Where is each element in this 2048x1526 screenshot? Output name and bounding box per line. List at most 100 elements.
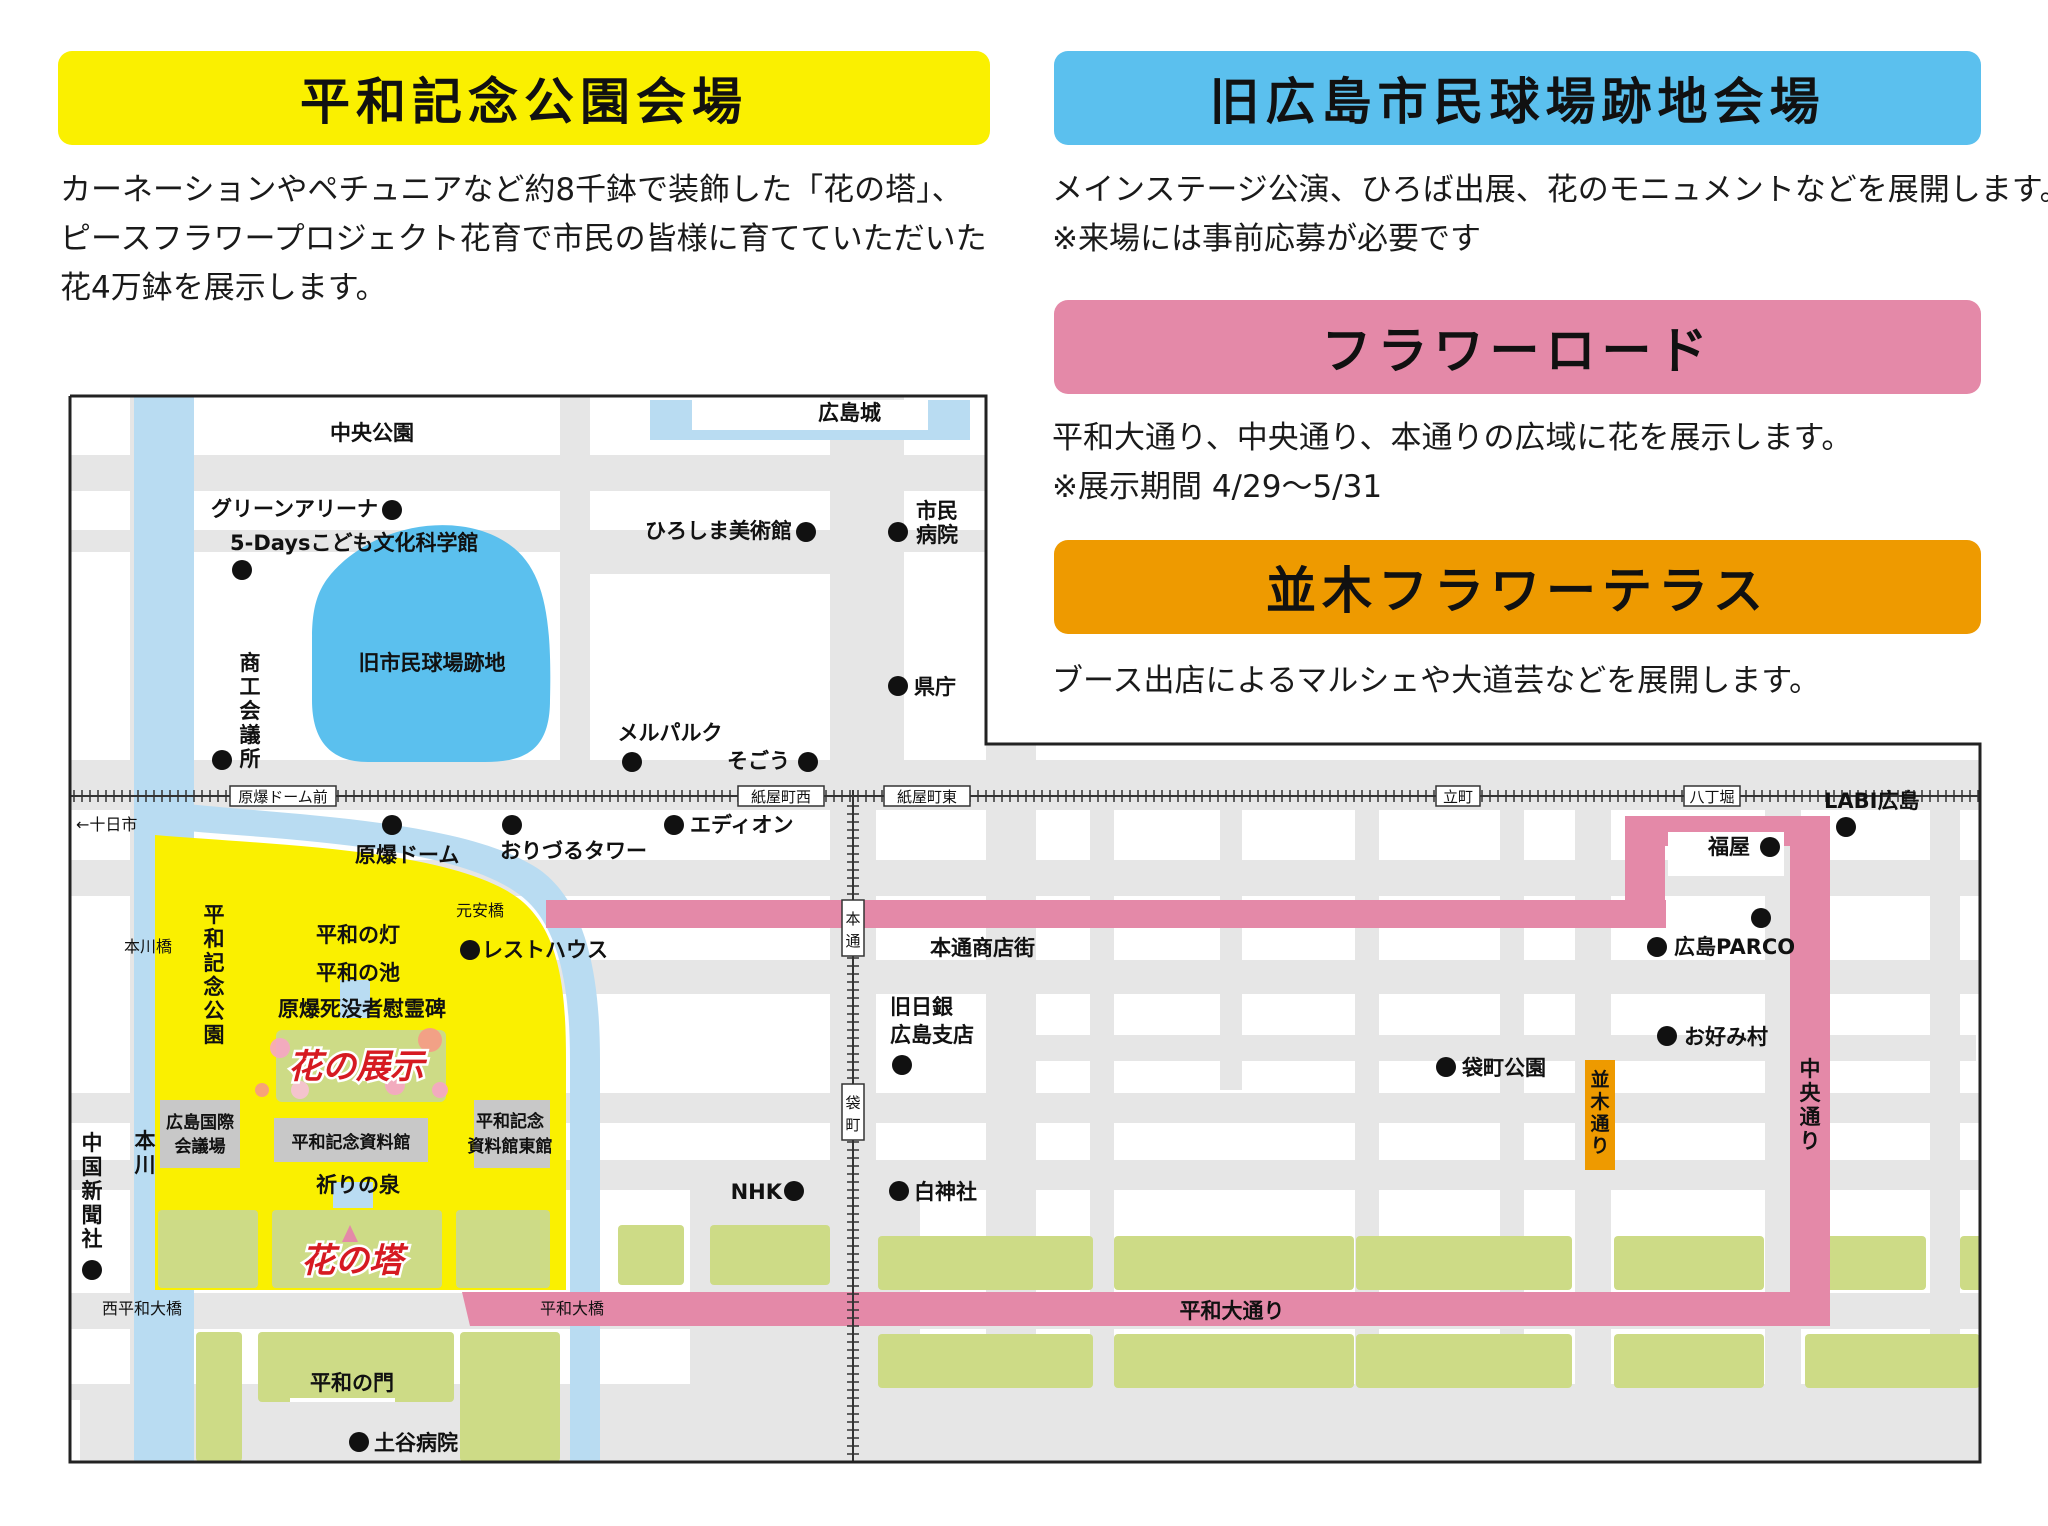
label-namiki: 通	[1590, 1113, 1610, 1135]
peace-pond	[340, 980, 370, 1018]
label-icc: 会議場	[175, 1136, 226, 1157]
label-chuo-koen: 中央公園	[330, 421, 414, 445]
label-cenotaph: 原爆死没者慰霊碑	[278, 997, 446, 1021]
label-nishi-heiwa: 西平和大橋	[102, 1299, 182, 1318]
label-shoko: 工	[240, 675, 261, 699]
label-orizuru: おりづるタワー	[500, 839, 647, 863]
label-old-stadium: 旧市民球場跡地	[359, 651, 506, 675]
label-mermaid: メルパルク	[618, 721, 723, 745]
namiki-terrace-description: ブース出店によるマルシェや大道芸などを展開します。	[1052, 657, 1820, 706]
label-green-arena: グリーンアリーナ	[211, 497, 378, 521]
label-hakushima: 白神社	[914, 1180, 977, 1204]
peace-park-venue-description: カーネーションやペチュニアなど約8千鉢で装飾した「花の塔」、 ピースフラワープロ…	[60, 166, 987, 313]
label-chuo-dori: 中	[1800, 1057, 1821, 1081]
flower-road-path	[462, 816, 1830, 1326]
desc-line: ピースフラワープロジェクト花育で市民の皆様に育てていただいた	[60, 221, 987, 257]
namiki-dori-road	[1585, 1060, 1615, 1170]
label-genbaku-dome: 原爆ドーム	[355, 843, 459, 867]
station-tatemachi: 立町	[1443, 788, 1473, 806]
label-park-name: 公	[204, 999, 225, 1023]
peace-park-venue-banner: 平和記念公園会場	[58, 51, 990, 145]
prayer-fountain	[333, 1182, 373, 1208]
station-fukuromachi: 町	[845, 1116, 860, 1134]
label-namiki: り	[1590, 1135, 1609, 1157]
desc-line: カーネーションやペチュニアなど約8千鉢で装飾した「花の塔」、	[60, 172, 963, 208]
label-okonomi: お好み村	[1684, 1025, 1768, 1049]
label-rest-house: レストハウス	[482, 938, 608, 962]
peace-park-venue-title: 平和記念公園会場	[300, 73, 748, 131]
label-sogo: そごう	[727, 749, 790, 773]
label-museum-east: 資料館東館	[468, 1136, 553, 1157]
label-park-name: 記	[204, 951, 225, 975]
label-heiwa-gate: 平和の門	[310, 1371, 394, 1395]
label-chuo-dori: 央	[1800, 1081, 1822, 1105]
label-museum: 平和記念資料館	[292, 1132, 411, 1153]
label-namiki: 木	[1589, 1090, 1610, 1113]
label-park-name: 平	[204, 903, 225, 927]
label-parco: 広島PARCO	[1674, 935, 1795, 959]
label-namiki: 並	[1590, 1068, 1609, 1091]
label-fukuya: 福屋	[1707, 835, 1750, 859]
label-shoko: 会	[240, 699, 261, 723]
station-genbaku-dome-mae: 原爆ドーム前	[238, 788, 328, 806]
label-motoyasu: 元安橋	[456, 901, 504, 920]
label-tokaichi: ←十日市	[76, 815, 137, 834]
label-flame: 平和の灯	[316, 923, 400, 947]
label-shoko: 所	[240, 747, 261, 771]
park-buildings	[160, 1100, 550, 1168]
station-kamiyacho-nishi: 紙屋町西	[751, 788, 811, 806]
flower-tower-marker	[342, 1225, 358, 1242]
stadium-venue-description: メインステージ公演、ひろば出展、花のモニュメントなどを展開します。 ※来場には事…	[1052, 166, 2048, 264]
label-boj: 広島支店	[890, 1023, 974, 1047]
label-city-hospital: 市民	[916, 499, 958, 523]
location-markers	[82, 500, 1856, 1452]
green-blocks	[196, 1225, 1980, 1462]
label-art-museum: ひろしま美術館	[645, 519, 792, 543]
label-flower-exhibit: 花の展示	[288, 1047, 428, 1087]
label-fukuromachi-park: 袋町公園	[1461, 1056, 1546, 1080]
flower-decorations	[255, 1028, 448, 1099]
label-chugoku: 社	[81, 1227, 103, 1251]
namiki-terrace-banner: 並木フラワーテラス	[1054, 540, 1981, 634]
flower-road-title: フラワーロード	[1321, 322, 1714, 380]
label-tsuchiya: 土谷病院	[374, 1431, 458, 1455]
flower-road-description: 平和大通り、中央通り、本通りの広域に花を展示します。 ※展示期間 4/29〜5/…	[1052, 414, 1852, 512]
station-kamiyacho-higashi: 紙屋町東	[897, 788, 957, 806]
station-hondori: 通	[845, 932, 860, 950]
label-chugoku: 新	[82, 1179, 103, 1203]
namiki-terrace-title: 並木フラワーテラス	[1266, 562, 1769, 620]
park-green-patches	[158, 1030, 550, 1288]
label-shoko: 商	[240, 651, 261, 675]
label-honkawa: 川	[134, 1153, 156, 1177]
label-pond: 平和の池	[316, 961, 400, 985]
label-edion: エディオン	[690, 813, 794, 837]
label-kencho: 県庁	[914, 675, 956, 699]
label-shoko: 議	[240, 723, 261, 747]
stadium-venue-title: 旧広島市民球場跡地会場	[1209, 73, 1826, 131]
label-park-name: 園	[204, 1023, 225, 1047]
label-fountain: 祈りの泉	[316, 1173, 401, 1197]
label-chugoku: 聞	[82, 1203, 103, 1227]
station-hondori: 本	[845, 910, 860, 928]
station-boxes	[229, 785, 1741, 1141]
map-border	[68, 394, 1982, 1464]
label-five-days: 5-Daysこども文化科学館	[230, 531, 478, 555]
stadium-site	[312, 525, 551, 762]
desc-line: ※来場には事前応募が必要です	[1052, 221, 1481, 257]
label-honkawa-bridge: 本川橋	[124, 937, 172, 956]
label-hiroshima-castle: 広島城	[818, 401, 881, 425]
stadium-venue-banner: 旧広島市民球場跡地会場	[1054, 51, 1981, 145]
desc-line: ※展示期間 4/29〜5/31	[1052, 469, 1383, 505]
label-park-name: 和	[204, 927, 225, 951]
label-boj: 旧日銀	[890, 995, 953, 1019]
label-museum-east: 平和記念	[476, 1111, 544, 1132]
station-hatchobori: 八丁堀	[1689, 788, 1734, 806]
label-chuo-dori: り	[1800, 1129, 1821, 1153]
desc-line: 平和大通り、中央通り、本通りの広域に花を展示します。	[1052, 420, 1853, 456]
label-flower-tower: 花の塔	[301, 1241, 409, 1281]
label-labi: LABI広島	[1824, 789, 1919, 813]
label-heiwa-ohashi: 平和大橋	[540, 1299, 604, 1318]
desc-line: ブース出店によるマルシェや大道芸などを展開します。	[1052, 663, 1821, 699]
desc-line: メインステージ公演、ひろば出展、花のモニュメントなどを展開します。	[1052, 172, 2048, 208]
